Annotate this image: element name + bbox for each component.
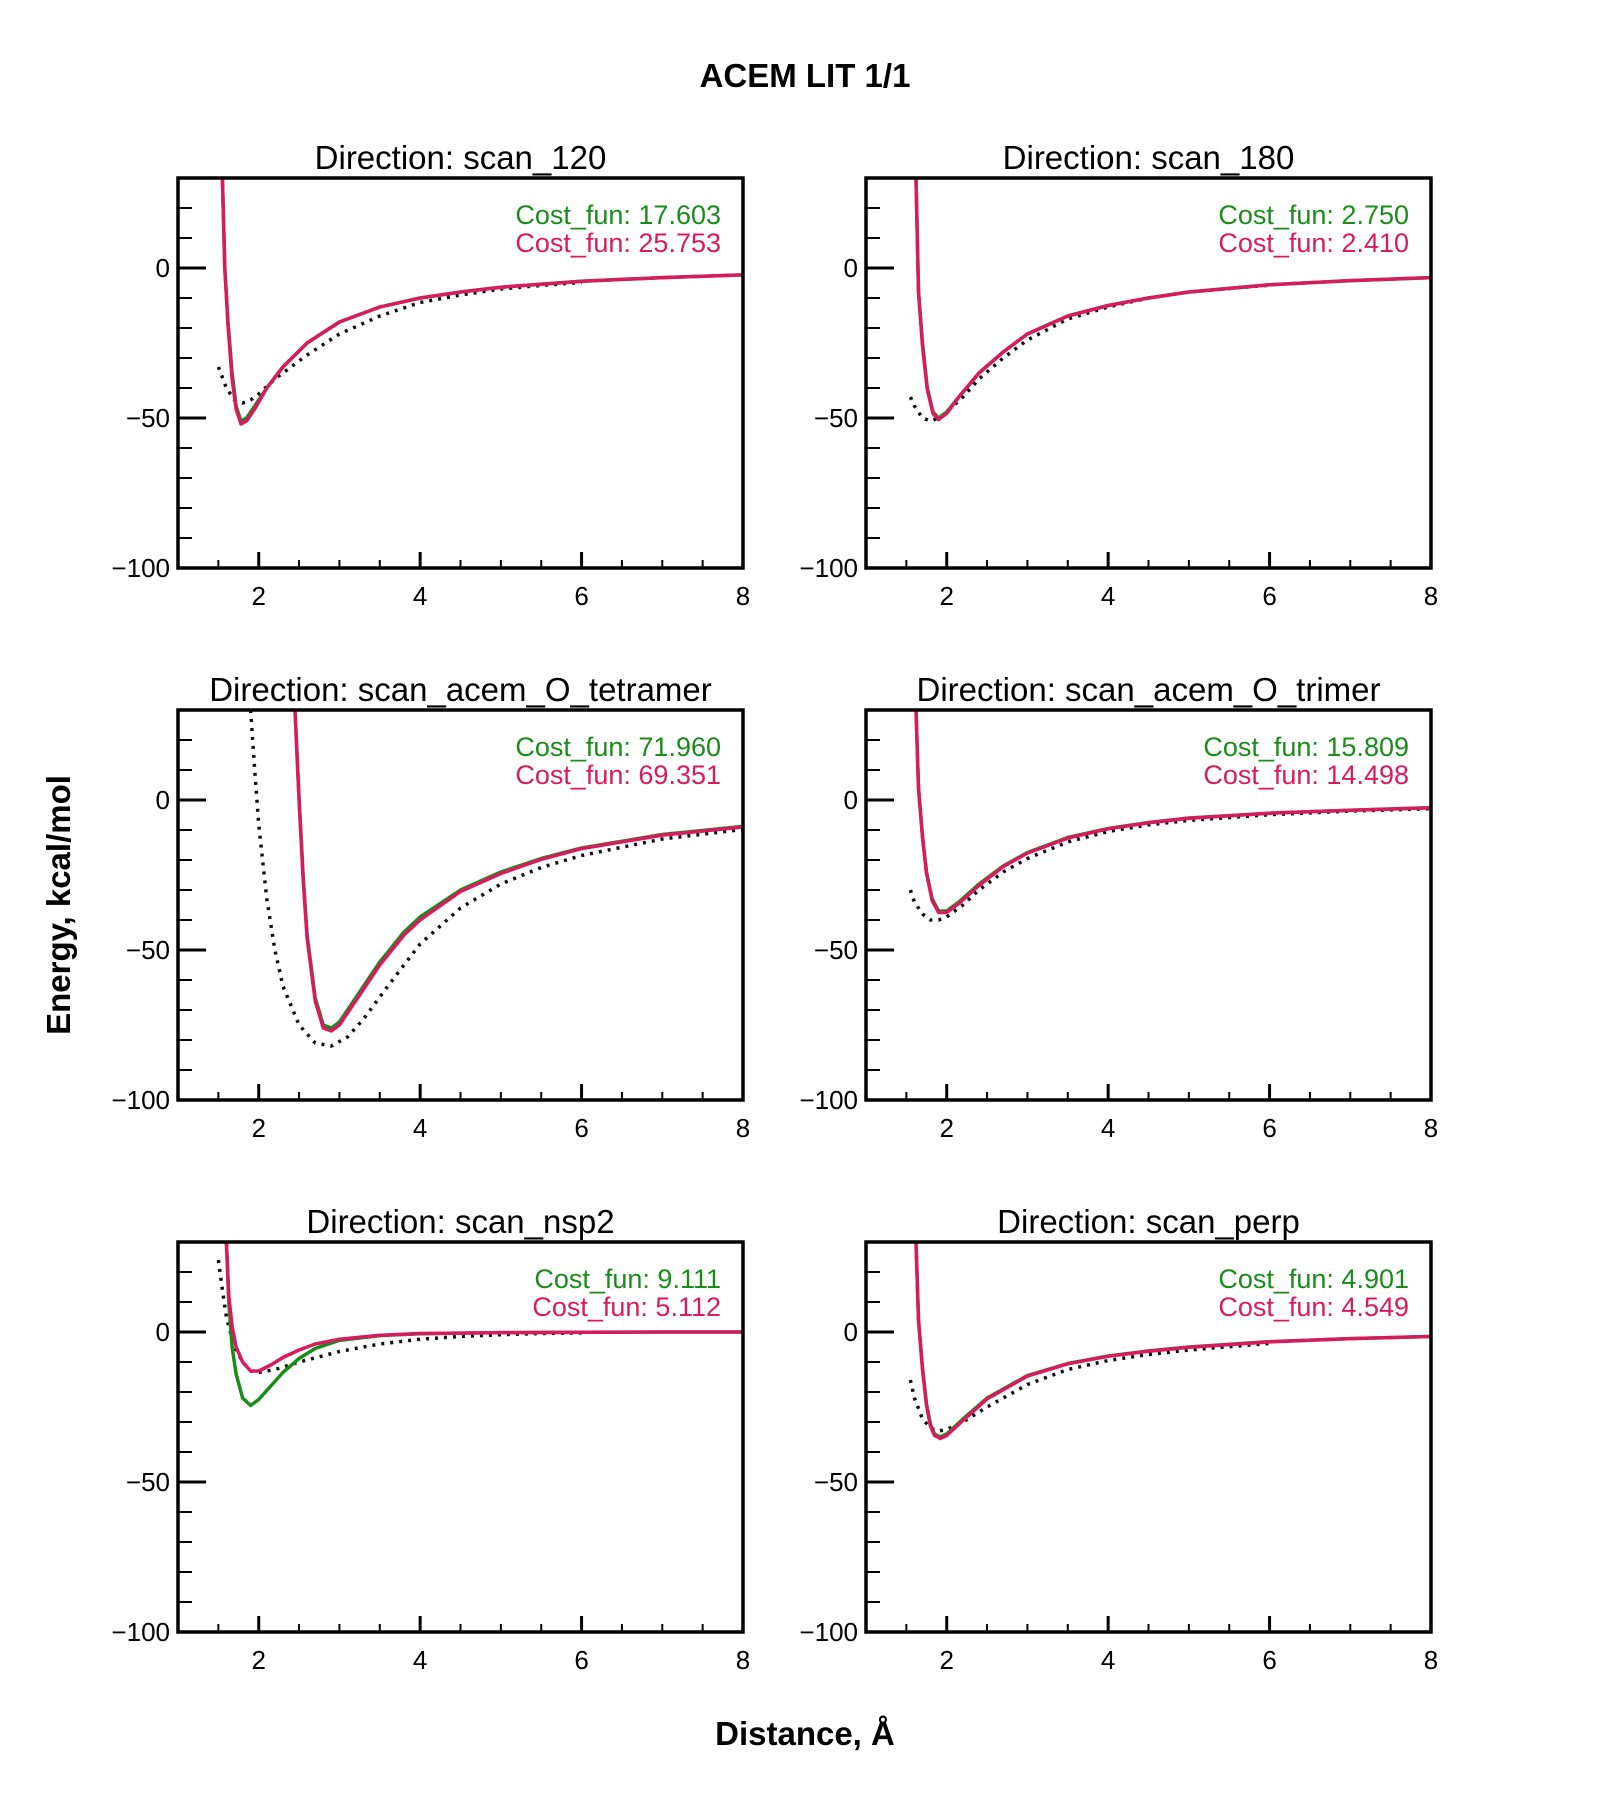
figure-xlabel: Distance, Å: [715, 1715, 895, 1752]
series-line-dotted-reference: [908, 283, 1270, 423]
subplot-1: Direction: scan_120 2 4 6 8 0 −50 −100 Cost_fun:…: [111, 139, 750, 611]
y-tick-label: −100: [799, 1085, 858, 1115]
x-tick-label: 2: [251, 581, 265, 611]
y-tick-label: 0: [156, 253, 170, 283]
subplot-2: Direction: scan_180 2 4 6 8 0 −50 −100 Cost_fun:…: [799, 139, 1438, 611]
x-tick-label: 8: [736, 581, 750, 611]
x-tick-label: 6: [574, 1645, 588, 1675]
axes-frame: [176, 1240, 745, 1634]
subplot-title: Direction: scan_120: [315, 139, 607, 176]
cost-annotation: Cost_fun: 5.112: [532, 1292, 721, 1322]
y-tick-label: −50: [126, 1467, 170, 1497]
cost-annotation: Cost_fun: 25.753: [515, 228, 721, 258]
subplot-title: Direction: scan_180: [1003, 139, 1295, 176]
axes-frame: [864, 1240, 1433, 1634]
y-tick-label: −100: [111, 1617, 170, 1647]
subplot-6: Direction: scan_perp 2 4 6 8 0 −50 −100 Cost_fun…: [799, 1203, 1438, 1675]
subplot-4: Direction: scan_acem_O_trimer 2 4 6 8 0 −50 −10…: [799, 671, 1438, 1143]
cost-annotation: Cost_fun: 17.603: [515, 200, 721, 230]
x-tick-label: 6: [1262, 1645, 1276, 1675]
x-tick-label: 4: [413, 581, 427, 611]
cost-annotation: Cost_fun: 71.960: [515, 732, 721, 762]
x-tick-label: 2: [251, 1113, 265, 1143]
series-line-solid-pink: [224, 1242, 743, 1373]
cost-annotation: Cost_fun: 2.750: [1218, 200, 1409, 230]
x-tick-label: 8: [1424, 1113, 1438, 1143]
x-tick-label: 2: [251, 1645, 265, 1675]
y-tick-label: −50: [814, 1467, 858, 1497]
x-tick-label: 4: [1101, 581, 1115, 611]
x-tick-label: 6: [574, 581, 588, 611]
x-tick-label: 8: [1424, 581, 1438, 611]
y-tick-label: 0: [844, 785, 858, 815]
series-line-dotted-reference: [248, 710, 743, 1048]
axes-frame: [176, 708, 745, 1102]
figure-title: ACEM LIT 1/1: [700, 57, 911, 94]
axes-frame: [864, 176, 1433, 570]
series-line-solid-pink: [220, 178, 743, 426]
subplot-3: Direction: scan_acem_O_tetramer 2 4 6 8 0 −50 −…: [111, 671, 750, 1143]
series-line-solid-pink: [914, 710, 1431, 915]
x-tick-label: 6: [574, 1113, 588, 1143]
x-tick-label: 8: [736, 1113, 750, 1143]
x-tick-label: 6: [1262, 1113, 1276, 1143]
subplot-title: Direction: scan_nsp2: [306, 1203, 614, 1240]
subplot-title: Direction: scan_acem_O_tetramer: [209, 671, 712, 708]
series-line-solid-pink: [914, 1242, 1431, 1441]
subplot-5: Direction: scan_nsp2 2 4 6 8 0 −50 −100 Cost_fun…: [111, 1203, 750, 1675]
subplot-title: Direction: scan_acem_O_trimer: [917, 671, 1381, 708]
cost-annotation: Cost_fun: 9.111: [534, 1264, 721, 1294]
x-tick-label: 4: [1101, 1645, 1115, 1675]
series-line-solid-pink: [293, 710, 743, 1033]
x-tick-label: 2: [939, 1113, 953, 1143]
axes-frame: [864, 708, 1433, 1102]
axes-frame: [176, 176, 745, 570]
y-tick-label: −50: [814, 403, 858, 433]
series-line-solid-pink: [914, 178, 1431, 422]
cost-annotation: Cost_fun: 4.901: [1218, 1264, 1409, 1294]
y-tick-label: 0: [156, 1317, 170, 1347]
y-tick-label: −100: [799, 1617, 858, 1647]
subplot-title: Direction: scan_perp: [997, 1203, 1300, 1240]
x-tick-label: 2: [939, 581, 953, 611]
cost-annotation: Cost_fun: 14.498: [1203, 760, 1409, 790]
x-tick-label: 4: [1101, 1113, 1115, 1143]
y-tick-label: 0: [844, 1317, 858, 1347]
y-tick-label: 0: [156, 785, 170, 815]
y-tick-label: −100: [111, 1085, 170, 1115]
cost-annotation: Cost_fun: 2.410: [1218, 228, 1409, 258]
y-tick-label: 0: [844, 253, 858, 283]
series-line-dotted-reference: [908, 1341, 1270, 1433]
x-tick-label: 6: [1262, 581, 1276, 611]
figure-ylabel: Energy, kcal/mol: [40, 775, 77, 1035]
cost-annotation: Cost_fun: 69.351: [515, 760, 721, 790]
y-tick-label: −50: [814, 935, 858, 965]
x-tick-label: 2: [939, 1645, 953, 1675]
series-line-dotted-reference: [908, 806, 1431, 922]
x-tick-label: 8: [736, 1645, 750, 1675]
y-tick-label: −100: [799, 553, 858, 583]
y-tick-label: −100: [111, 553, 170, 583]
y-tick-label: −50: [126, 935, 170, 965]
cost-annotation: Cost_fun: 4.549: [1218, 1292, 1409, 1322]
x-tick-label: 4: [413, 1645, 427, 1675]
y-tick-label: −50: [126, 403, 170, 433]
x-tick-label: 8: [1424, 1645, 1438, 1675]
x-tick-label: 4: [413, 1113, 427, 1143]
cost-annotation: Cost_fun: 15.809: [1203, 732, 1409, 762]
